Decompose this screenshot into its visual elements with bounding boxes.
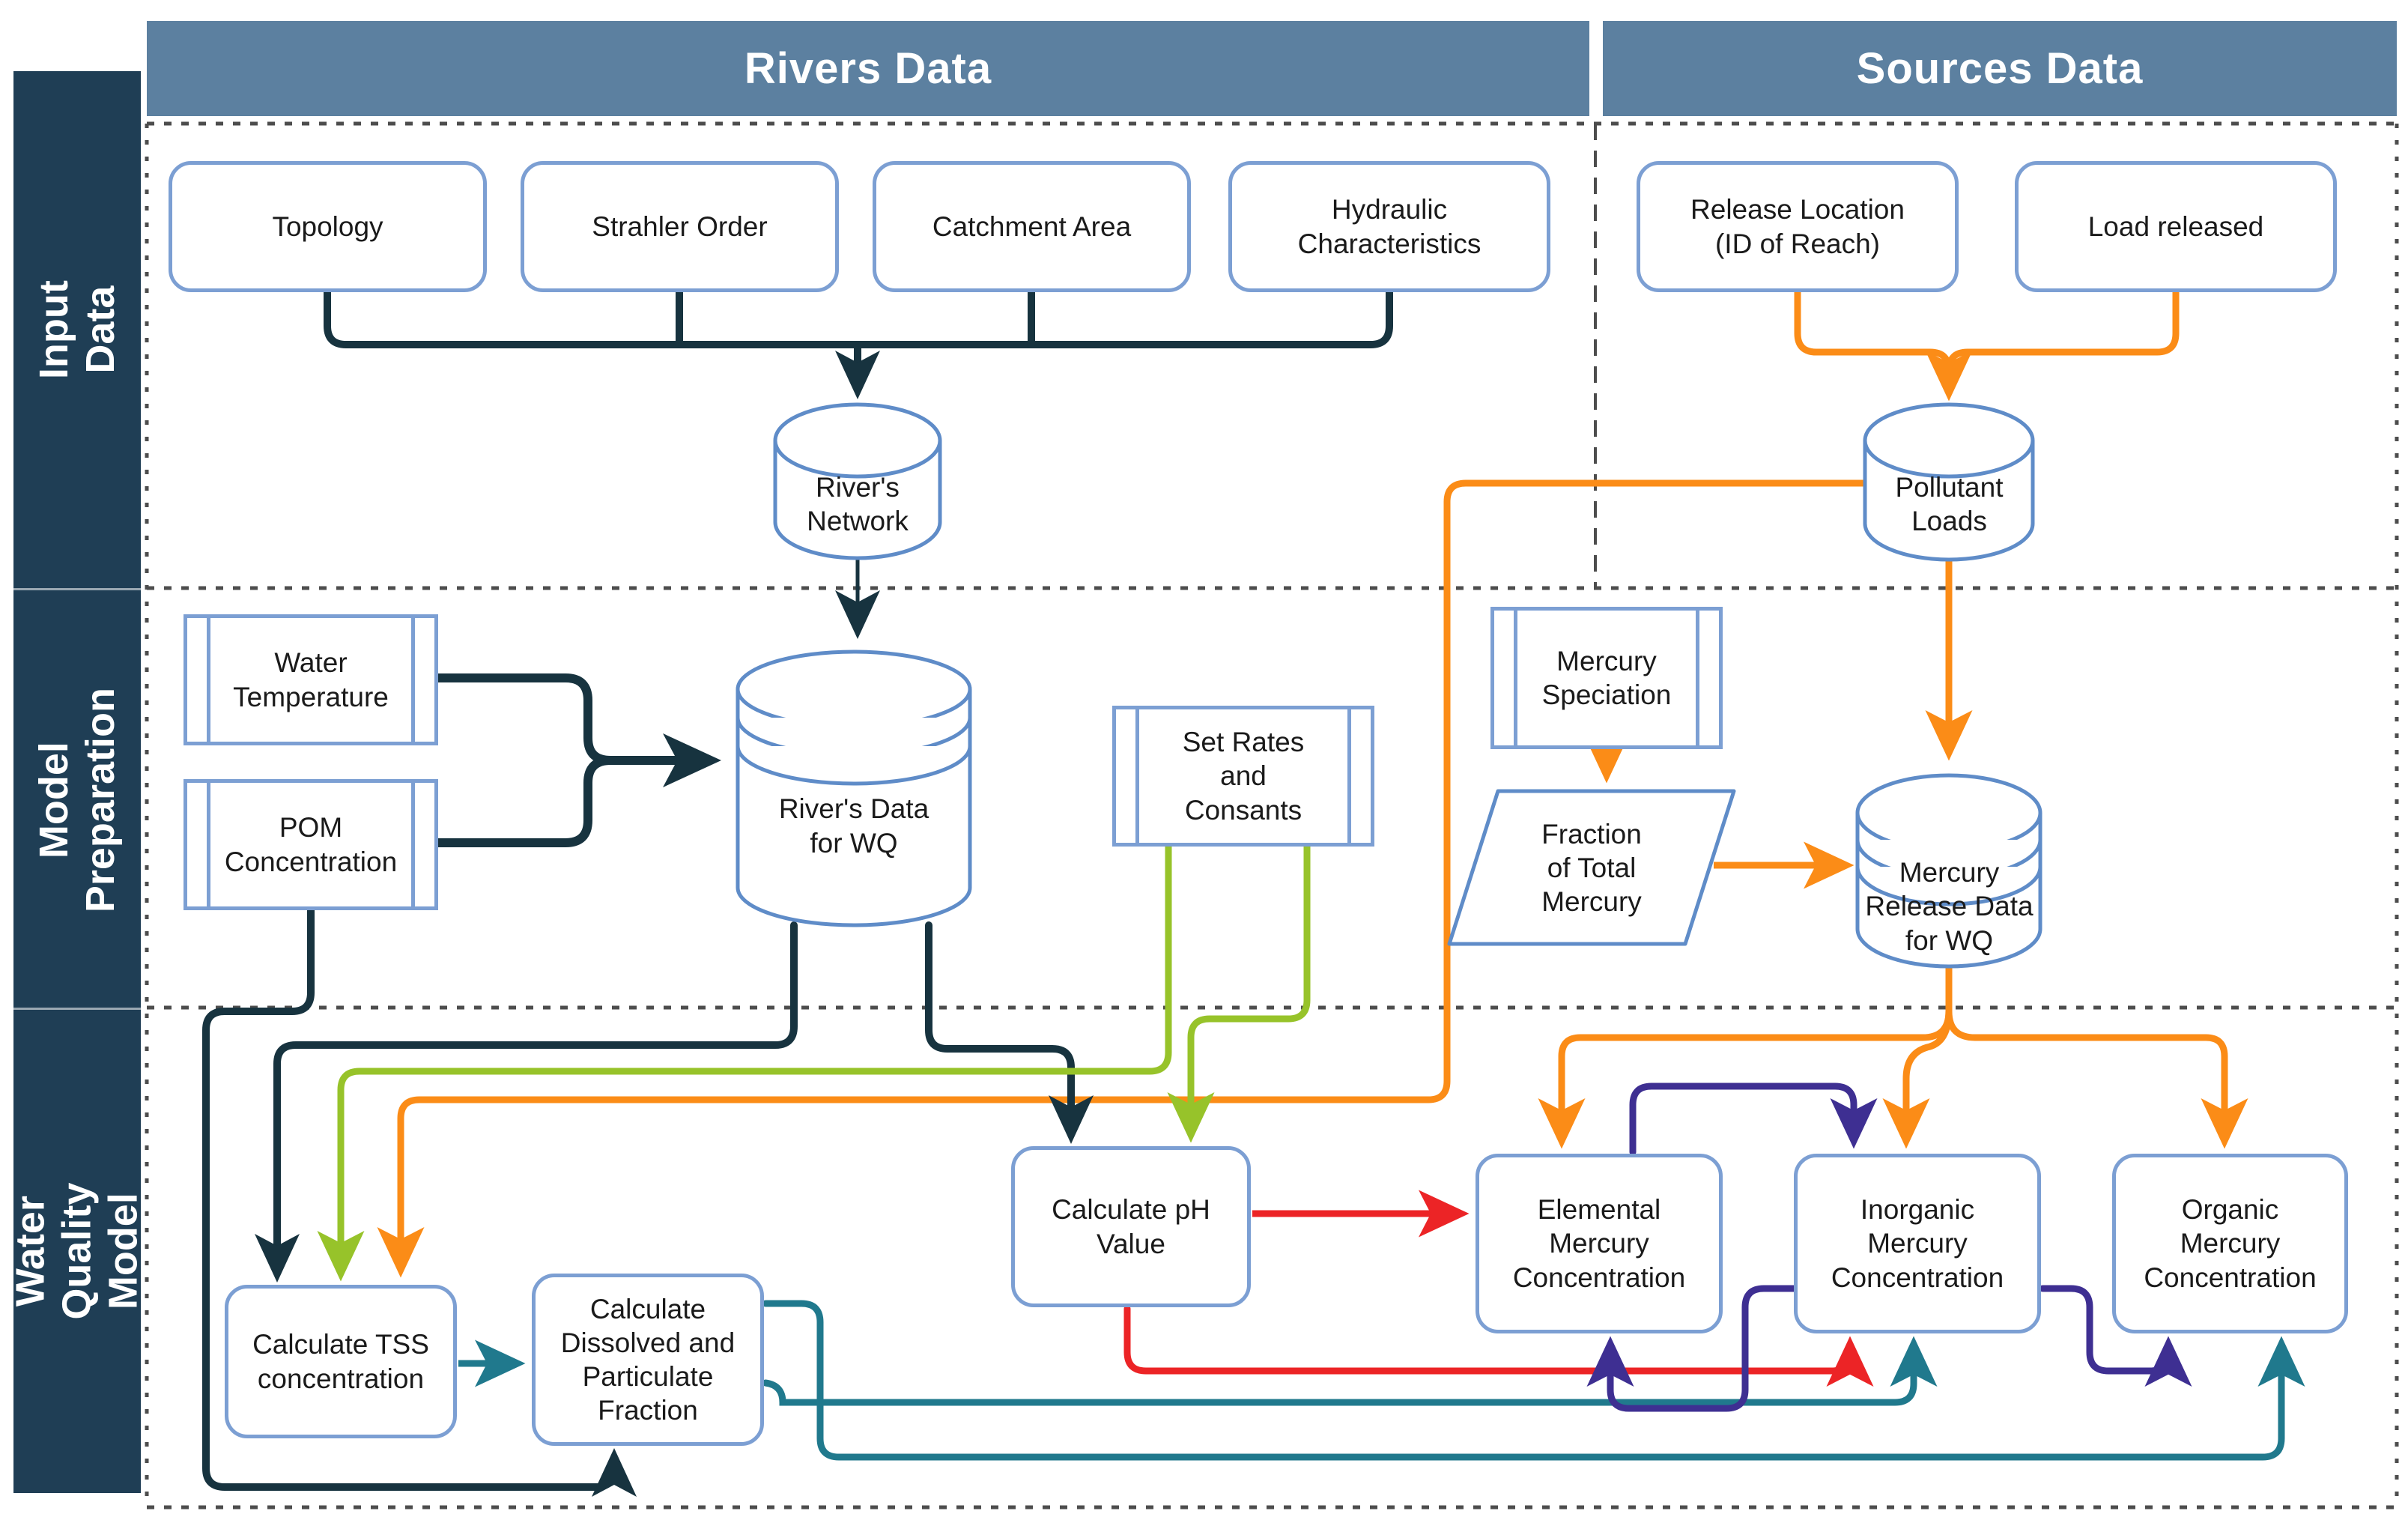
edge-riversdata-to-ph <box>925 921 1094 1144</box>
node-mercury-speciation: Mercury Speciation <box>1490 607 1723 749</box>
edge-dissolved-to-organic <box>762 1300 2305 1461</box>
header-sources-data: Sources Data <box>1603 21 2397 116</box>
node-mercury-release-data-for-wq: Mercury Release Data for WQ <box>1865 857 2034 956</box>
node-water-temperature: Water Temperature <box>184 614 438 745</box>
node-inorganic-mercury: Inorganic Mercury Concentration <box>1794 1154 2041 1333</box>
edge-inorganic-to-organic <box>2039 1285 2192 1387</box>
dashed-borders <box>145 121 2399 1510</box>
node-organic-mercury: Organic Mercury Concentration <box>2112 1154 2348 1333</box>
sidebar-label-input-data: Input Data <box>31 280 123 379</box>
node-load-released: Load released <box>2015 161 2337 292</box>
node-hydraulic-characteristics: Hydraulic Characteristics <box>1228 161 1550 292</box>
node-strahler-order: Strahler Order <box>521 161 839 292</box>
edge-elemental-to-inorganic <box>1629 1083 1878 1156</box>
node-catchment-area: Catchment Area <box>873 161 1191 292</box>
node-rivers-network: River's Network <box>807 471 909 536</box>
sidebar-section-input-data: Input Data <box>13 71 141 588</box>
node-elemental-mercury: Elemental Mercury Concentration <box>1476 1154 1723 1333</box>
node-pom-concentration: POM Concentration <box>184 779 438 910</box>
node-calculate-tss: Calculate TSS concentration <box>225 1285 457 1438</box>
node-topology: Topology <box>169 161 487 292</box>
edge-mercurydata-split <box>1538 963 2248 1149</box>
cylinder-shapes <box>736 402 2042 969</box>
node-set-rates-and-consants: Set Rates and Consants <box>1112 706 1374 847</box>
node-pollutant-loads: Pollutant Loads <box>1895 471 2004 536</box>
edge-sources-merge <box>1794 288 2180 402</box>
edge-setrates-to-tss <box>317 843 1172 1282</box>
parallelogram-shape <box>1447 789 1736 946</box>
edge-ph-to-inorganic <box>1123 1305 1874 1387</box>
edge-dissolved-to-inorganic <box>762 1336 1938 1406</box>
node-release-location: Release Location (ID of Reach) <box>1637 161 1959 292</box>
header-rivers-data: Rivers Data <box>147 21 1589 116</box>
edge-inorganic-to-elemental <box>1586 1285 1798 1412</box>
edge-setrates-to-ph <box>1167 843 1311 1143</box>
edge-temp-pom-merge <box>434 673 721 847</box>
node-rivers-data-for-wq: River's Data for WQ <box>778 793 929 859</box>
edge-pom-to-dissolved <box>202 906 637 1497</box>
sidebar-section-water-quality-model: Water Quality Model <box>8 1008 146 1493</box>
node-fraction-of-total-mercury: Fraction of Total Mercury <box>1541 818 1642 918</box>
sidebar-label-model-preparation: Model Preparation <box>31 687 123 913</box>
edge-pollutant-to-tss <box>377 479 1869 1278</box>
edge-rivers-inputs-merge <box>324 288 1393 399</box>
sidebar-section-model-preparation: Model Preparation <box>13 588 141 1010</box>
header-sources-data-label: Sources Data <box>1856 44 2144 93</box>
edge-riversdata-to-tss <box>255 921 798 1283</box>
node-calculate-ph: Calculate pH Value <box>1011 1146 1251 1307</box>
node-calculate-dissolved-particulate: Calculate Dissolved and Particulate Frac… <box>532 1274 764 1446</box>
sidebar-label-water-quality-model: Water Quality Model <box>7 1182 147 1321</box>
header-rivers-data-label: Rivers Data <box>744 44 992 93</box>
